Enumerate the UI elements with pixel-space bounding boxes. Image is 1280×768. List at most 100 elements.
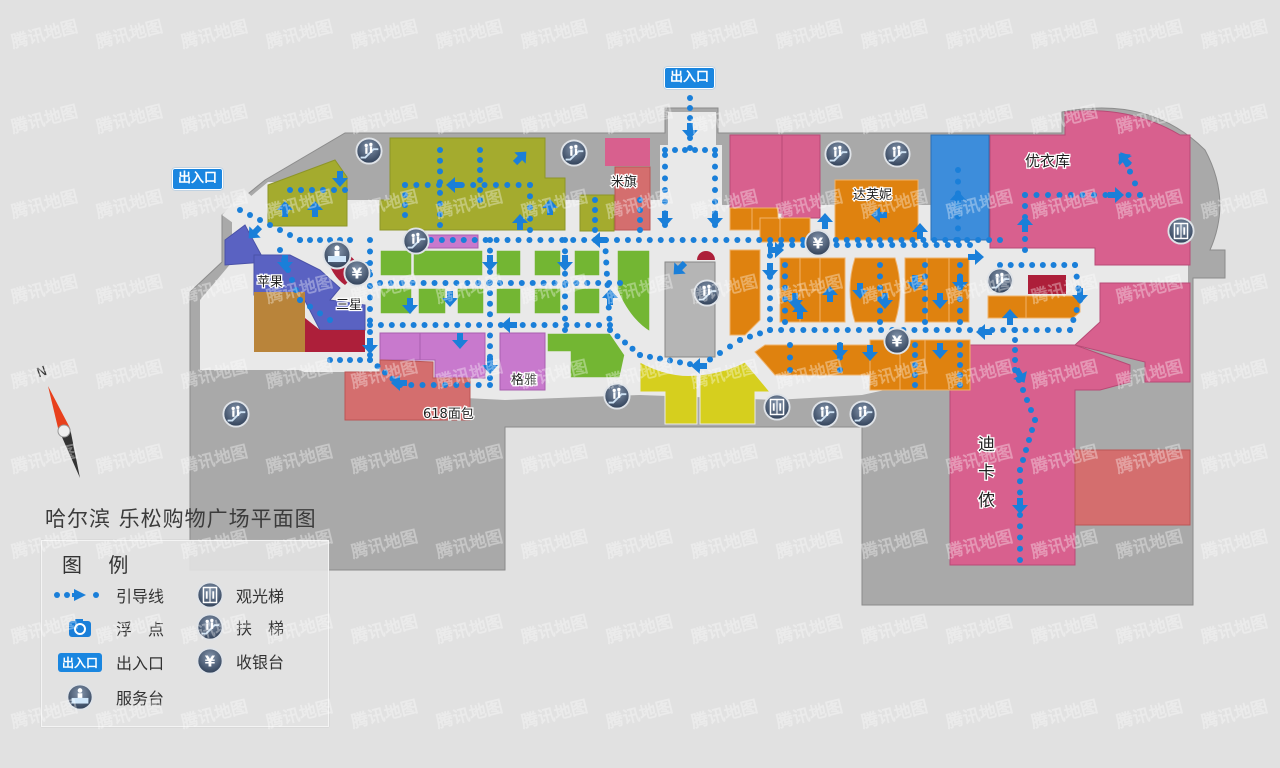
guide-dot [767,252,773,259]
guide-dot [374,363,381,370]
guide-dot [377,280,383,286]
store-olive-1[interactable] [267,159,348,227]
store-green[interactable] [573,287,601,315]
guide-dot [679,237,686,243]
guide-dot [552,322,559,328]
guide-dot [986,237,993,243]
guide-dot [518,280,525,286]
guide-dot [476,322,483,328]
guide-dot [756,237,763,243]
store-orange[interactable] [1025,295,1081,319]
store-violet[interactable] [379,332,421,361]
guide-dot [309,187,315,193]
escalator-icon[interactable] [824,140,852,168]
escalator-icon[interactable] [355,137,383,165]
guide-dot [331,187,337,193]
exit-badge-left[interactable]: 出入口 [172,168,224,190]
legend-label: 扶 梯 [236,619,285,638]
store-618-bakery[interactable] [344,359,471,421]
store-daphne[interactable] [834,179,919,241]
guide-dot [855,327,862,333]
store-orange[interactable] [924,339,971,391]
exit-badge-top[interactable]: 出入口 [664,67,716,89]
store-green[interactable] [412,249,484,277]
store-green[interactable] [456,287,485,315]
guide-dot [1017,534,1023,541]
guide-arrow-icon [482,358,498,374]
store-green[interactable] [417,287,447,315]
guide-dot [922,273,928,280]
guide-arrow-icon [950,191,966,207]
store-green[interactable] [616,249,651,334]
store-green[interactable] [533,249,562,277]
store-yellow[interactable] [639,361,698,425]
store-crimson-center[interactable] [697,251,715,260]
store-orange[interactable] [729,207,753,231]
sightseeing-elevator-icon[interactable] [763,393,791,421]
guide-dot [388,322,395,328]
store-orange[interactable] [819,257,846,323]
store-pink-right[interactable] [1073,282,1191,383]
guide-dot [637,227,643,233]
guide-dot [662,163,668,170]
store-decathlon[interactable] [949,344,1131,566]
store-green[interactable] [379,249,413,277]
guide-arrow-icon [542,199,558,215]
guide-dot [613,237,620,243]
service-desk-icon[interactable] [322,240,352,270]
store-pink-small[interactable] [605,138,650,166]
guide-dot [410,322,417,328]
guide-arrow-icon [602,289,618,305]
escalator-icon[interactable] [402,227,430,255]
store-crimson[interactable] [305,318,365,352]
escalator-icon[interactable] [693,279,721,307]
guide-dot [997,237,1003,243]
guide-dot [492,182,499,188]
escalator-icon[interactable] [883,140,911,168]
sightseeing-elevator-icon[interactable] [1167,217,1195,245]
guide-dot [955,242,962,248]
store-green[interactable] [573,249,601,277]
store-orange[interactable] [926,257,950,323]
store-geya[interactable] [499,332,546,391]
guide-dot [562,282,568,288]
store-green[interactable] [495,249,522,277]
store-sports-blue[interactable] [930,134,990,241]
guide-dot [413,182,420,188]
guide-dot [955,213,961,220]
cashier-icon[interactable] [883,327,911,355]
store-orange[interactable] [729,249,761,336]
guide-dot [307,303,313,310]
guide-dot [942,237,949,243]
store-green[interactable] [495,287,522,315]
store-pink[interactable] [729,134,783,214]
store-yellow[interactable] [699,361,772,425]
guide-dot [878,242,885,248]
guide-dot [247,212,253,218]
escalator-icon[interactable] [222,400,250,428]
escalator-icon[interactable] [986,267,1014,295]
store-brown[interactable] [254,292,305,352]
store-orange[interactable] [754,344,871,376]
guide-dot [767,242,773,248]
escalator-icon[interactable] [603,382,631,410]
store-crimson-right[interactable] [1028,275,1066,294]
escalator-icon[interactable] [811,400,839,428]
store-pink[interactable] [781,134,821,219]
store-green[interactable] [546,332,626,379]
store-miqi[interactable] [614,166,651,231]
store-orange[interactable] [799,257,821,291]
guide-dot [975,237,982,243]
store-uniqlo[interactable] [989,110,1191,266]
cashier-icon[interactable] [804,229,832,257]
label-618-bakery: 618面包 [423,407,474,422]
guide-dot [465,322,472,328]
store-green[interactable] [533,287,562,315]
guide-dot [1039,262,1046,268]
escalator-icon[interactable] [849,400,877,428]
store-salmon-right[interactable] [1074,449,1191,526]
guide-dot [957,382,963,388]
escalator-icon[interactable] [560,139,588,167]
guide-dot [957,262,963,268]
